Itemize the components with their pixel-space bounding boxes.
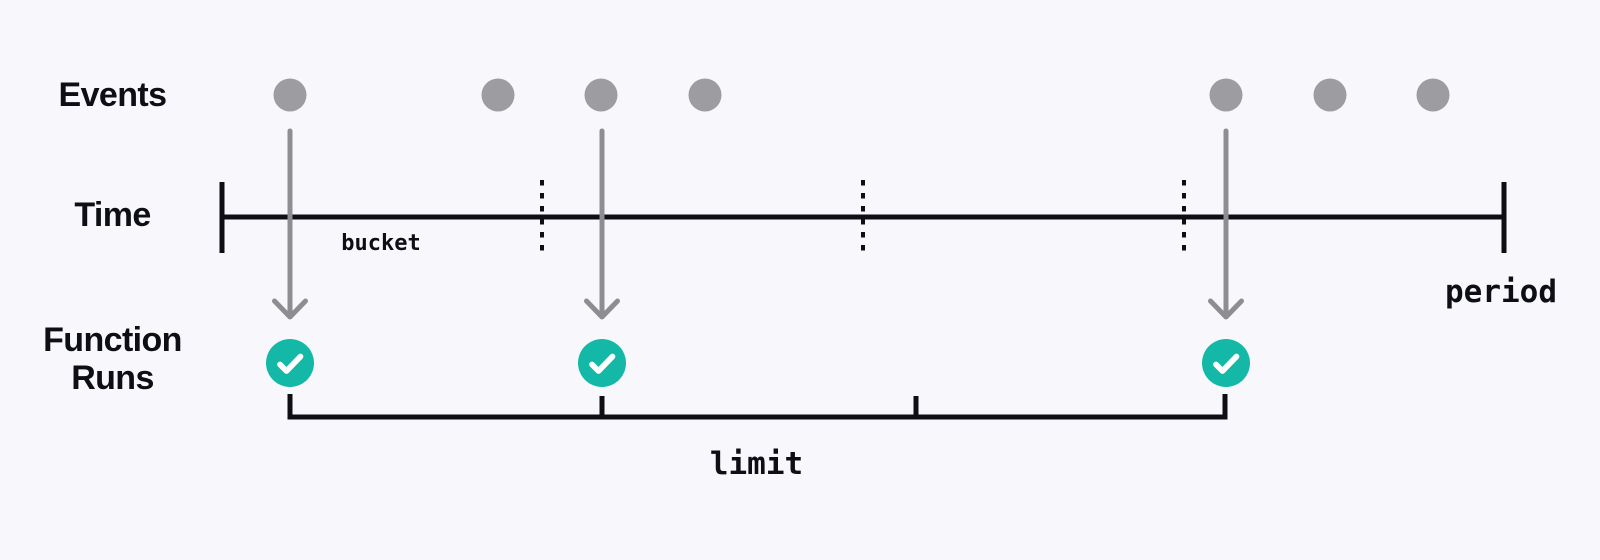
checkmark-icon: [589, 353, 616, 374]
limit-bracket: [287, 394, 1228, 420]
events-row-label: Events: [58, 76, 168, 114]
event-dot-3: [584, 78, 618, 112]
event-to-run-arrow-2: [584, 128, 620, 320]
event-to-run-arrow-1: [272, 128, 308, 320]
event-dot-5: [1209, 78, 1243, 112]
limit-bracket-segment-ticks: [599, 396, 919, 417]
event-to-run-arrow-3: [1208, 128, 1244, 320]
function-run-3: [1202, 339, 1250, 387]
event-dot-4: [688, 78, 722, 112]
event-dot-2: [481, 78, 515, 112]
run-success-circle: [578, 339, 626, 387]
bucket-annotation-label: bucket: [341, 231, 421, 256]
run-success-circle: [266, 339, 314, 387]
checkmark-icon: [277, 353, 304, 374]
limit-annotation-label: limit: [709, 446, 804, 482]
event-dot-7: [1416, 78, 1450, 112]
arrow-head-icon: [272, 298, 308, 320]
arrow-head-icon: [584, 298, 620, 320]
time-row-label: Time: [74, 196, 151, 234]
event-dot-6: [1313, 78, 1347, 112]
run-success-circle: [1202, 339, 1250, 387]
arrow-head-icon: [1208, 298, 1244, 320]
function-runs-row-label: Function Runs: [43, 321, 182, 397]
event-dot-1: [273, 78, 307, 112]
checkmark-icon: [1213, 353, 1240, 374]
period-annotation-label: period: [1445, 274, 1557, 310]
function-run-2: [578, 339, 626, 387]
function-run-1: [266, 339, 314, 387]
